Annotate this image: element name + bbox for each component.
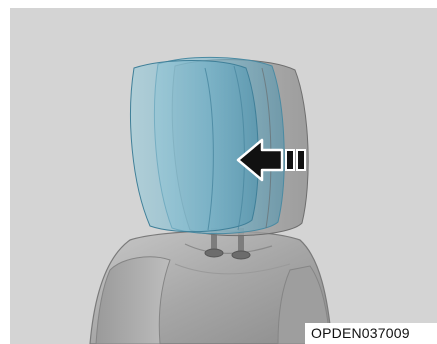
figure-code-label: OPDEN037009 [305,323,437,344]
headrest-illustration [10,8,437,344]
illustration-panel [10,8,437,344]
